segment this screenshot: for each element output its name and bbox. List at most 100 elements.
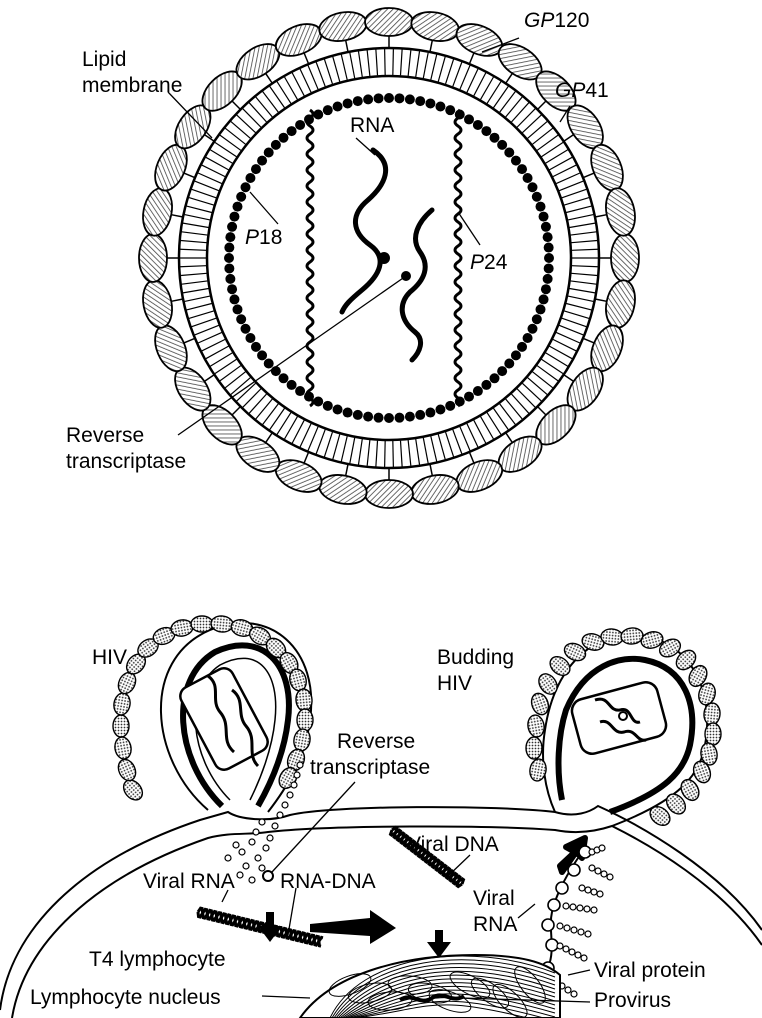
- stalk: [537, 406, 545, 414]
- hiv-knob: [191, 616, 213, 632]
- membrane-tick: [522, 115, 541, 133]
- gp41-label-number: 41: [585, 79, 608, 102]
- rna-dna-leader: [288, 888, 296, 935]
- rt-bottom-label-line2: transcriptase: [310, 756, 430, 779]
- p18-bead: [527, 182, 537, 192]
- protein-bead: [565, 987, 571, 993]
- p18-bead: [517, 164, 527, 174]
- budding-hiv: [526, 627, 721, 829]
- p18-bead: [394, 93, 404, 103]
- membrane-tick: [341, 55, 347, 80]
- arrow-down-left: [258, 912, 282, 942]
- membrane-tick: [571, 232, 597, 235]
- p18-bead: [313, 396, 323, 406]
- membrane-tick: [195, 325, 219, 335]
- p18-bead: [523, 173, 533, 183]
- protein-bead: [563, 946, 569, 952]
- p18-bead: [245, 333, 255, 343]
- p18-bead: [257, 350, 267, 360]
- membrane-tick: [393, 49, 394, 75]
- membrane-tick: [528, 378, 548, 395]
- membrane-tick: [562, 318, 587, 327]
- p18-bead: [405, 412, 415, 422]
- hiv-knob: [112, 692, 132, 716]
- budding-hiv-label-line2: HIV: [437, 672, 472, 695]
- p18-label-prefix: P: [245, 226, 259, 249]
- p18-bead: [511, 156, 521, 166]
- hiv-knob: [120, 776, 146, 803]
- membrane-tick: [192, 318, 217, 327]
- p18-bead: [287, 380, 297, 390]
- hiv-knob: [115, 757, 139, 784]
- membrane-tick: [559, 181, 583, 191]
- membrane-tick: [231, 121, 251, 138]
- membrane-tick: [202, 339, 225, 351]
- protein-bead: [571, 991, 577, 997]
- protein-node: [556, 882, 568, 894]
- membrane-tick: [333, 434, 340, 459]
- membrane-tick: [416, 51, 420, 77]
- provirus-label: Provirus: [594, 989, 671, 1012]
- gp120-label-prefix: GP: [524, 9, 554, 32]
- p18-leader: [250, 192, 278, 224]
- p18-bead: [415, 410, 425, 420]
- gp120-knob: [409, 8, 462, 45]
- protein-bead: [589, 865, 595, 871]
- p18-bead: [384, 413, 394, 423]
- p18-bead: [473, 120, 483, 130]
- membrane-tick: [185, 215, 210, 220]
- membrane-tick: [249, 394, 266, 413]
- membrane-tick: [189, 311, 214, 319]
- p18-bead: [279, 373, 289, 383]
- lipid-label-line2: membrane: [82, 74, 182, 97]
- membrane-tick: [460, 427, 470, 451]
- protein-bead: [578, 929, 584, 935]
- protein-node: [548, 899, 560, 911]
- membrane-tick: [423, 438, 428, 464]
- stalk: [266, 73, 273, 83]
- stalk: [564, 375, 574, 382]
- membrane-tick: [183, 289, 209, 293]
- p18-bead: [225, 232, 235, 242]
- rna-label: RNA: [350, 114, 394, 137]
- hiv-knob: [526, 737, 542, 759]
- p18-bead: [536, 304, 546, 314]
- released-particle: [249, 839, 255, 845]
- p18-bead: [295, 120, 305, 130]
- protein-bead: [564, 925, 570, 931]
- viral-dna-label: Viral DNA: [407, 833, 499, 856]
- viral-dna-leader: [448, 855, 470, 876]
- membrane-tick: [350, 53, 355, 79]
- membrane-tick: [300, 424, 311, 448]
- p18-bead: [353, 410, 363, 420]
- p18-bead: [435, 101, 445, 111]
- membrane-tick: [431, 436, 437, 461]
- p18-bead: [236, 314, 246, 324]
- viral-rna-right-leader: [518, 904, 535, 918]
- membrane-tick: [192, 189, 217, 198]
- membrane-tick: [467, 424, 478, 448]
- p18-bead: [264, 358, 274, 368]
- p18-bead: [405, 94, 415, 104]
- membrane-tick: [553, 165, 576, 177]
- hiv-knob: [113, 736, 133, 760]
- p18-bead: [363, 94, 373, 104]
- p18-bead: [271, 140, 281, 150]
- membrane-tick: [568, 215, 593, 220]
- released-particle: [253, 829, 259, 835]
- stalk: [469, 53, 474, 64]
- svg-text:GP41: GP41: [555, 79, 609, 102]
- p18-bead: [464, 392, 474, 402]
- protein-bead: [607, 874, 613, 880]
- protein-node: [546, 939, 558, 951]
- membrane-tick: [243, 109, 261, 128]
- membrane-tick: [180, 249, 206, 250]
- released-particle: [282, 802, 288, 808]
- budding-hiv-label-line1: Budding: [437, 646, 514, 669]
- protein-bead: [599, 845, 605, 851]
- p18-bead: [264, 148, 274, 158]
- p18-bead: [257, 156, 267, 166]
- hiv-knob: [297, 709, 313, 731]
- p18-bead: [323, 105, 333, 115]
